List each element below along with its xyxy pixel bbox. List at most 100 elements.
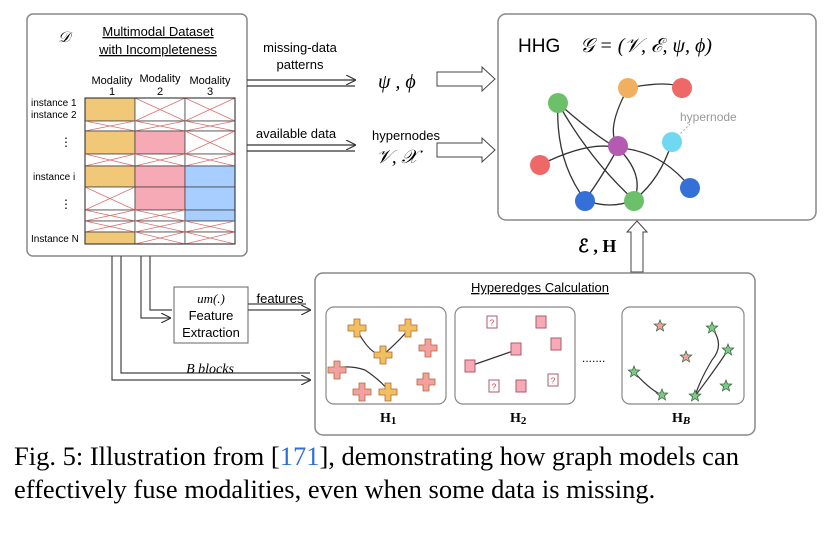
caption-suffix: ], demonstrating how graph models can ef… xyxy=(14,441,739,504)
hyperedges-ellipsis: ....... xyxy=(582,351,605,365)
psi-phi-symbols: ψ , ϕ xyxy=(378,71,416,93)
h2-node-missing xyxy=(488,379,500,393)
modality-3-number: 3 xyxy=(207,86,213,98)
hb-node-star xyxy=(679,349,693,363)
missing-cross-line xyxy=(134,209,186,222)
h2-label: H2 xyxy=(510,411,527,427)
arrow-e-h-up: ℰ , H xyxy=(578,220,649,273)
hhg-node-green xyxy=(548,93,568,113)
caption-reference-link[interactable]: 171 xyxy=(279,441,320,471)
arrow-available-data: available data xyxy=(247,126,355,152)
hb-node-star xyxy=(721,342,735,356)
path-feature-extraction xyxy=(140,256,172,318)
hhg-node-blue xyxy=(680,178,700,198)
hb-label: HB xyxy=(672,411,690,427)
hhg-node-cyan xyxy=(662,132,682,152)
missing-cross-line xyxy=(184,97,236,122)
arrow-to-hhg-mid xyxy=(436,136,496,164)
h1-node-cross xyxy=(373,345,393,365)
missing-cross-line xyxy=(84,220,136,233)
hyperedges-panel: Hyperedges Calculation H1 ??? H2 .......… xyxy=(314,272,756,436)
missing-cross-line xyxy=(134,231,186,245)
v-x-symbols: 𝒱, 𝒳 xyxy=(376,147,423,168)
arrow-features: features xyxy=(248,291,310,310)
hhg-node-orange xyxy=(618,78,638,98)
instance-dots-1: ⋮ xyxy=(60,135,72,149)
h2-node-square xyxy=(535,315,547,329)
missing-cross-line xyxy=(84,153,136,167)
data-matrix-border xyxy=(84,97,236,245)
hhg-edge xyxy=(557,102,635,201)
hb-node-star xyxy=(653,318,667,332)
arrow-to-hhg-top xyxy=(436,65,496,93)
modality-3-label: Modality xyxy=(190,75,231,87)
available-data-label: available data xyxy=(256,126,337,141)
h2-node-missing xyxy=(486,315,498,329)
data-cell-present xyxy=(84,165,136,188)
b-blocks-label: B blocks xyxy=(186,362,234,377)
hb-node-star xyxy=(688,388,702,402)
feature-line1: Feature xyxy=(189,308,234,323)
h2-edge xyxy=(469,349,517,367)
missing-cross-line xyxy=(184,120,236,132)
hhg-title: HHG xyxy=(518,36,560,57)
features-label: features xyxy=(257,291,304,306)
feature-extraction-box: um(.) Feature Extraction xyxy=(173,286,249,344)
h2-node-square xyxy=(464,359,476,373)
h2-node-missing xyxy=(547,373,559,387)
h1-node-cross xyxy=(416,372,436,392)
data-cell-present xyxy=(184,186,236,211)
missing-cross-line xyxy=(184,220,236,233)
data-cell-present xyxy=(84,130,136,155)
data-cell-present xyxy=(134,130,186,155)
caption-prefix: Fig. 5: Illustration from [ xyxy=(14,441,280,471)
h2-node-square xyxy=(510,342,522,356)
missing-cross-line xyxy=(184,130,236,155)
path-b-blocks xyxy=(111,256,310,380)
h1-label: H1 xyxy=(380,411,396,427)
missing-cross-line xyxy=(184,153,236,167)
data-cell-present xyxy=(184,209,236,222)
missing-cross-line xyxy=(184,231,236,245)
hhg-panel: HHG 𝒢 = (𝒱, ℰ, ψ, ϕ) hypernode xyxy=(497,13,817,221)
missing-cross-line xyxy=(84,186,136,211)
data-matrix xyxy=(84,97,236,245)
instance-label-n: Instance N xyxy=(31,234,79,245)
feature-func: um(.) xyxy=(197,291,225,306)
feature-line2: Extraction xyxy=(182,325,240,340)
hhg-node-blue xyxy=(575,191,595,211)
h1-node-cross xyxy=(378,382,398,402)
missing-data-label-line2: patterns xyxy=(277,57,324,72)
hb-edge xyxy=(694,327,720,397)
hhg-node-purple xyxy=(608,136,628,156)
hhg-node-red xyxy=(530,155,550,175)
missing-cross-line xyxy=(134,97,186,122)
h2-missing-mark: ? xyxy=(492,383,497,392)
hyperedges-title: Hyperedges Calculation xyxy=(471,280,609,295)
h2-node-square xyxy=(550,337,562,351)
hhg-node-red xyxy=(672,78,692,98)
data-cell-present xyxy=(84,97,136,122)
missing-cross-line xyxy=(134,120,186,132)
missing-data-label-line1: missing-data xyxy=(263,40,337,55)
h1-node-cross xyxy=(398,318,418,338)
h1-node-cross xyxy=(352,382,372,402)
e-h-label: ℰ , H xyxy=(578,236,616,256)
data-cell-present xyxy=(184,165,236,188)
data-cell-present xyxy=(134,165,186,188)
h2-node-square xyxy=(515,379,527,393)
modality-2-label: Modality xyxy=(140,73,181,85)
hypernode-label: hypernode xyxy=(680,110,737,124)
data-cell-present xyxy=(134,186,186,211)
hb-node-star xyxy=(627,364,641,378)
hhg-formula: 𝒢 = (𝒱, ℰ, ψ, ϕ) xyxy=(580,35,712,57)
modality-1-label: Modality xyxy=(92,75,133,87)
h1-node-cross xyxy=(347,318,367,338)
h1-node-cross xyxy=(327,360,347,380)
missing-cross-line xyxy=(84,209,136,222)
data-cell-present xyxy=(84,231,136,245)
instance-dots-2: ⋮ xyxy=(60,197,72,211)
modality-2-number: 2 xyxy=(157,86,163,98)
hb-node-star xyxy=(655,387,669,401)
